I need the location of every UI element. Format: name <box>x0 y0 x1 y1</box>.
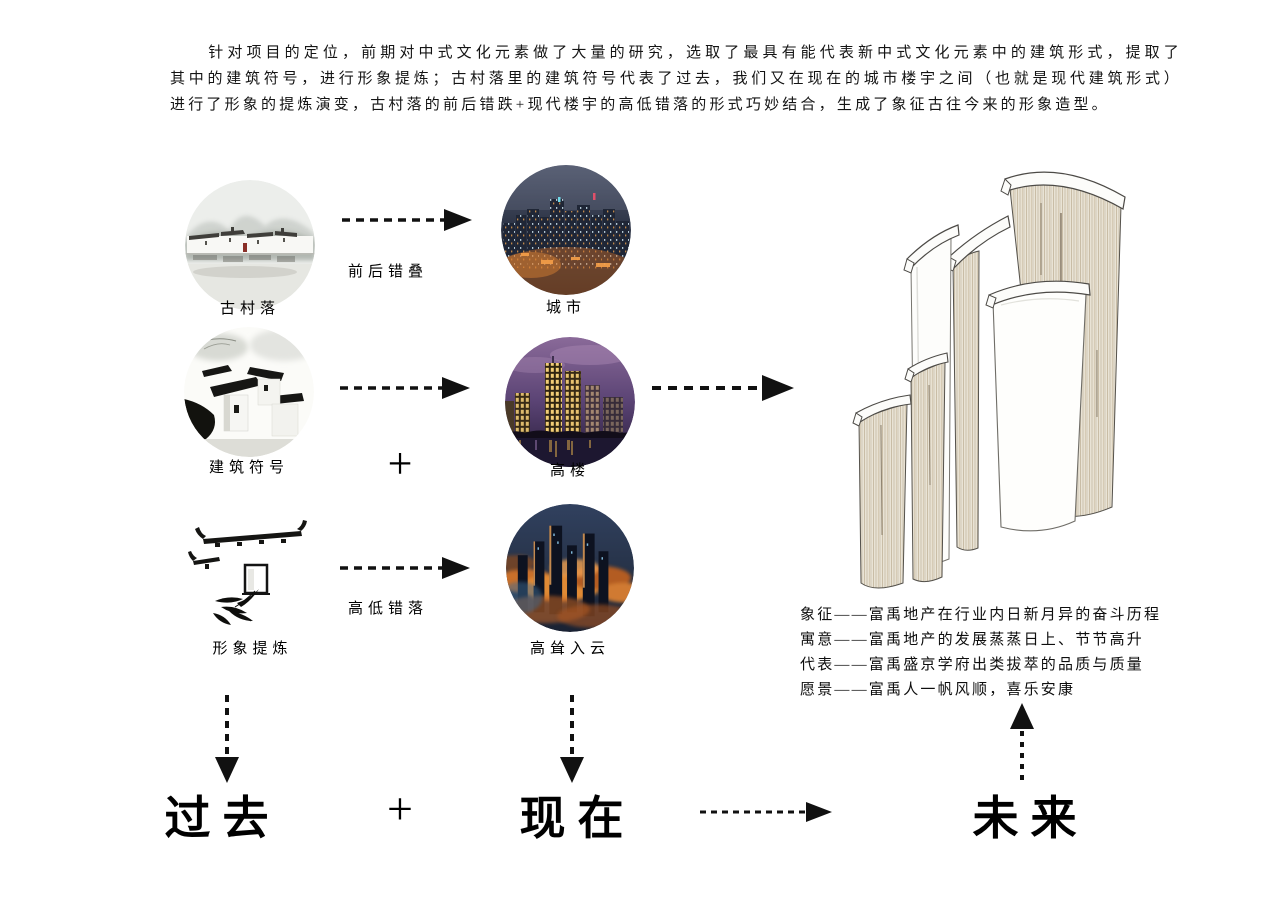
dashed-arrow-up-icon <box>1007 703 1037 793</box>
highrise-night-photo <box>505 337 635 467</box>
ancient-village-label: 古村落 <box>219 301 280 317</box>
intro-paragraph: 针对项目的定位，前期对中式文化元素做了大量的研究，选取了最具有能代表新中式文化元… <box>170 40 1182 118</box>
architecture-symbol-label: 建筑符号 <box>208 460 289 476</box>
dashed-arrow-right-icon <box>338 553 473 588</box>
ancient-village-photo <box>185 180 315 310</box>
row2-plus-operator: + <box>387 439 413 488</box>
row3-arrow-label: 高低错落 <box>347 601 428 617</box>
dashed-arrow-down-icon <box>557 693 587 790</box>
highrise-label: 高楼 <box>549 463 590 479</box>
timeline-present: 现在 <box>519 793 636 844</box>
annotation-line-2: 寓意——富禹地产的发展蒸蒸日上、节节高升 <box>800 632 1145 648</box>
city-label: 城市 <box>545 300 586 316</box>
intro-line-3: 进行了形象的提炼演变，古村落的前后错跌+现代楼宇的高低错落的形式巧妙结合，生成了… <box>170 97 1110 113</box>
row1-arrow-label: 前后错叠 <box>347 264 428 280</box>
annotation-line-3: 代表——富禹盛京学府出类拔萃的品质与质量 <box>800 657 1145 673</box>
ink-rooftops-photo <box>184 327 314 457</box>
sky-city-label: 高耸入云 <box>529 641 610 657</box>
annotation-line-4: 愿景——富禹人一帆风顺，喜乐安康 <box>800 682 1076 698</box>
timeline-past: 过去 <box>164 793 281 844</box>
dashed-arrow-right-large-icon <box>650 368 798 413</box>
image-refine-label: 形象提炼 <box>212 641 293 657</box>
sky-city-photo <box>506 504 634 632</box>
panel-concept-render <box>845 155 1165 615</box>
dashed-arrow-down-icon <box>212 693 242 790</box>
annotation-line-1: 象征——富禹地产在行业内日新月异的奋斗历程 <box>800 607 1162 623</box>
annotation-block: 象征——富禹地产在行业内日新月异的奋斗历程 寓意——富禹地产的发展蒸蒸日上、节节… <box>800 603 1220 703</box>
symbol-sketch-drawing <box>185 505 320 640</box>
city-night-photo <box>501 165 631 295</box>
timeline-plus-operator: + <box>387 783 413 834</box>
dashed-arrow-right-icon <box>340 205 475 240</box>
intro-line-1: 针对项目的定位，前期对中式文化元素做了大量的研究，选取了最具有能代表新中式文化元… <box>170 45 1182 61</box>
intro-line-2: 其中的建筑符号，进行形象提炼；古村落里的建筑符号代表了过去，我们又在现在的城市楼… <box>170 71 1182 87</box>
dashed-arrow-right-icon <box>338 373 473 408</box>
timeline-future: 未来 <box>972 793 1089 844</box>
dashed-arrow-right-icon <box>698 799 838 830</box>
